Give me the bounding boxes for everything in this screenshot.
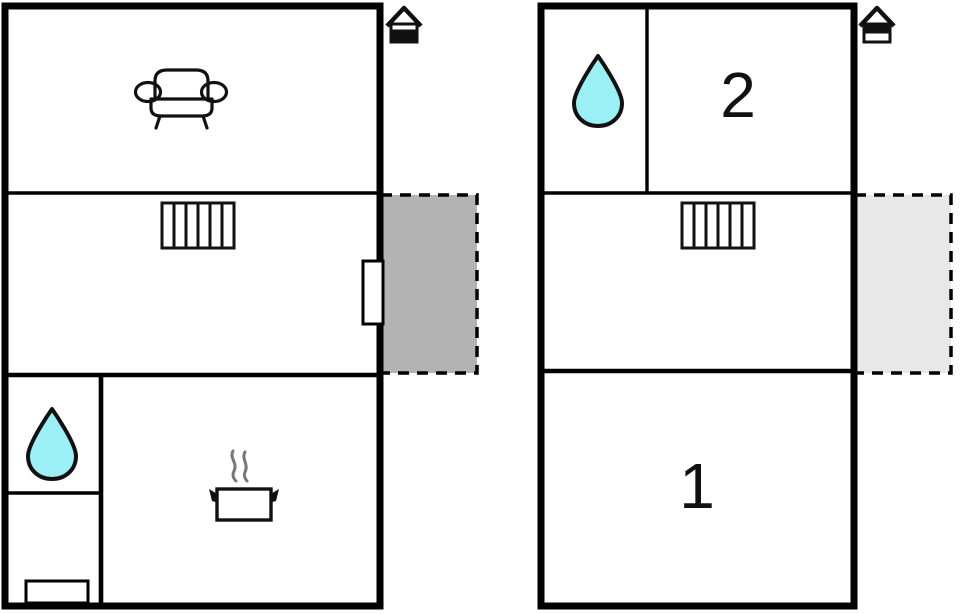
water-drop-icon	[572, 54, 624, 128]
room-label-bedroom-1: 1	[679, 450, 715, 522]
entrance-door[interactable]	[24, 579, 90, 605]
cooking-pot-icon	[209, 449, 279, 522]
ground-floor-interior	[5, 6, 380, 606]
patio-door[interactable]	[361, 259, 385, 326]
stairs-icon	[680, 201, 756, 250]
house-marker-icon	[858, 5, 896, 44]
water-drop-icon	[26, 407, 78, 481]
plan-ground-floor	[1, 2, 479, 610]
plan-upper-floor: 2 1	[537, 2, 953, 610]
house-marker-icon	[385, 5, 423, 44]
terrace-ground-floor	[379, 193, 479, 375]
sofa-icon	[133, 68, 229, 130]
upper-floor-outline	[537, 2, 858, 610]
room-label-bedroom-2: 2	[720, 59, 756, 131]
stairs-icon	[160, 201, 236, 250]
terrace-upper-floor	[853, 193, 953, 375]
